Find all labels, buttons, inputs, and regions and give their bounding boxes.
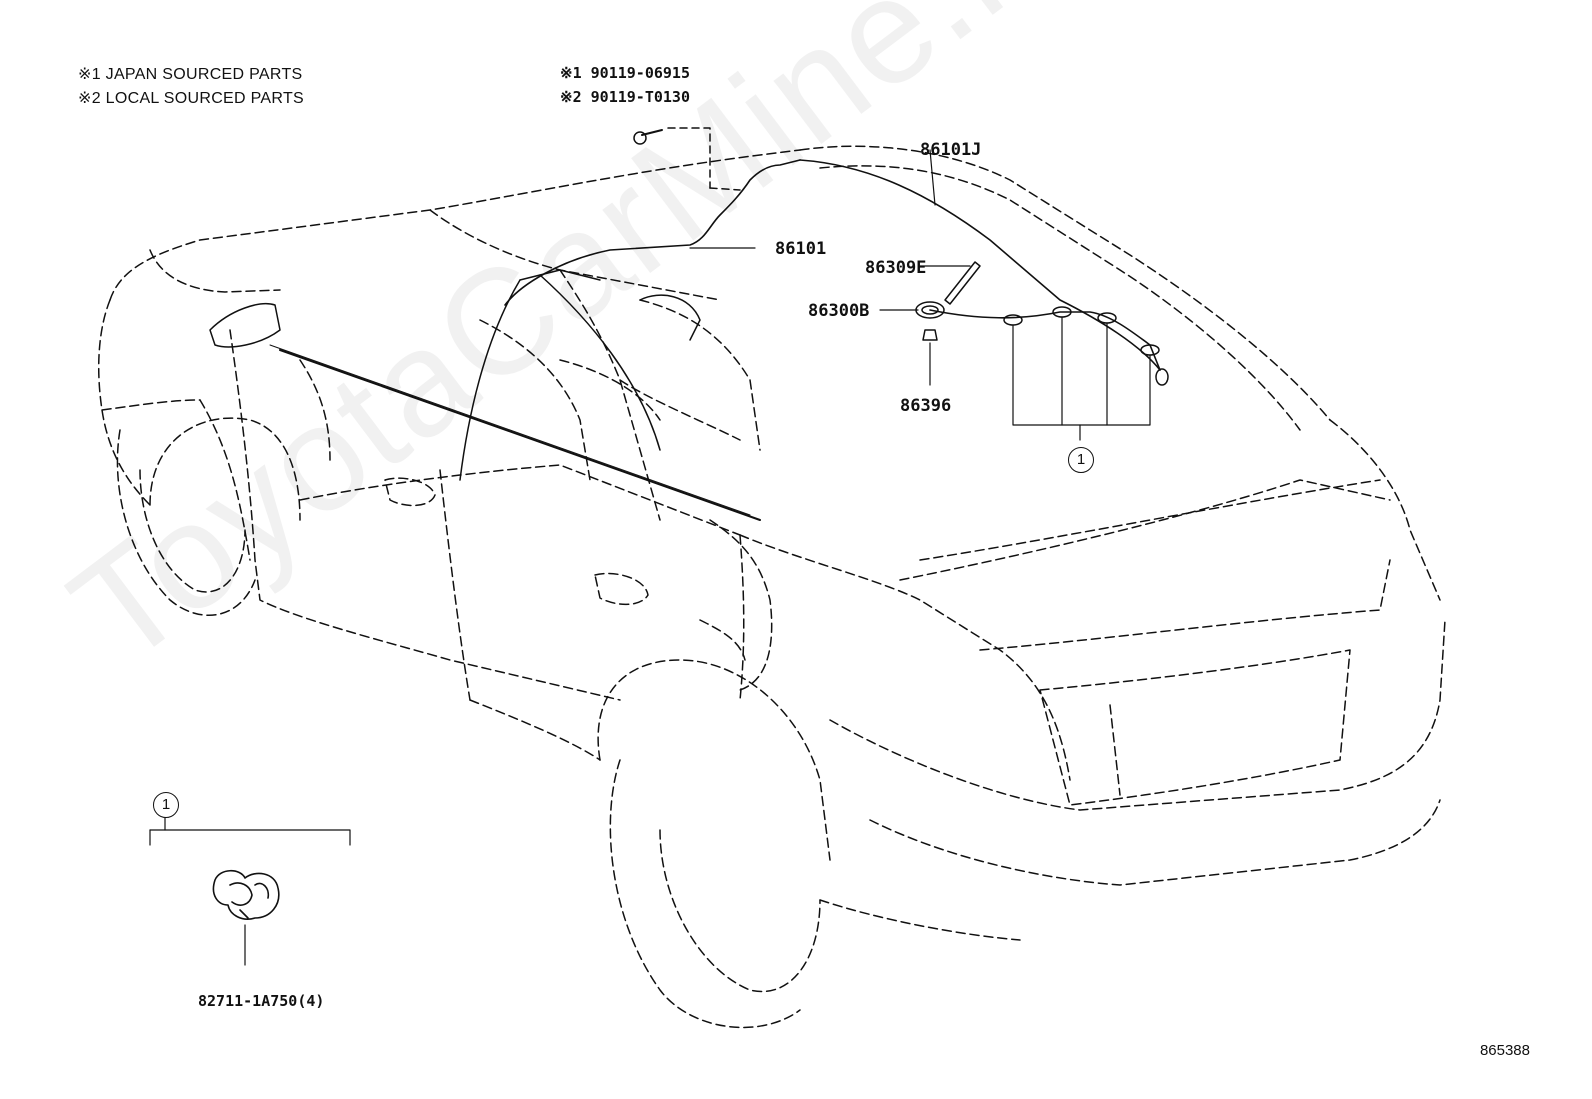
part-label-nut: 86396	[900, 396, 952, 416]
callout-clamp-group-main: 1	[1068, 447, 1094, 473]
part-label-antenna-rod: 86309E	[865, 258, 927, 278]
bolt-part-number-2: ※2 90119-T0130	[560, 88, 690, 106]
part-label-clamp: 82711-1A750(4)	[198, 992, 325, 1010]
callout-clamp-group-detail: 1	[153, 792, 179, 818]
note-japan-sourced: ※1 JAPAN SOURCED PARTS	[78, 66, 303, 83]
part-label-antenna-base: 86300B	[808, 301, 870, 321]
reference-number: 865388	[1479, 1042, 1530, 1059]
part-label-cable-roof: 86101J	[920, 140, 982, 160]
leader-lines	[149, 149, 1151, 966]
cable-clamps	[1003, 306, 1169, 386]
part-label-cable-front: 86101	[775, 239, 827, 259]
antenna-cables	[504, 159, 1161, 371]
clamp-detail	[212, 869, 280, 920]
bolt-part-number-1: ※1 90119-06915	[560, 64, 690, 82]
car-body-outline	[97, 145, 1446, 1029]
note-local-sourced: ※2 LOCAL SOURCED PARTS	[78, 90, 304, 107]
bolt-shape	[633, 127, 741, 191]
